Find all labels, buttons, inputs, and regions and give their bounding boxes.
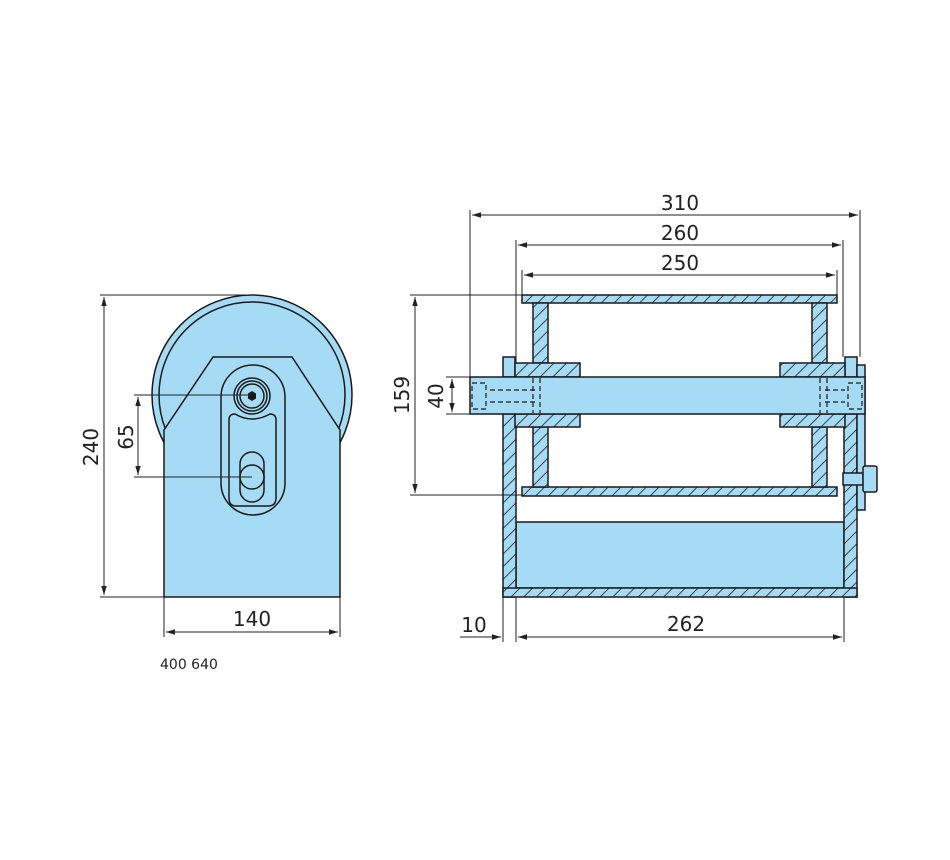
dim-label-260: 260 [661, 221, 699, 245]
lock-bolt-head [862, 465, 878, 493]
dim-label-10: 10 [461, 613, 486, 637]
slot-inner [228, 413, 277, 507]
left-disc-upper [532, 302, 549, 364]
article-number: 400 640 [160, 657, 218, 673]
shaft [469, 376, 866, 415]
dim-label-65: 65 [114, 424, 138, 449]
front-view: 310 260 250 159 40 10 262 [390, 191, 878, 642]
drum-top-shell [521, 294, 838, 304]
right-disc-lower [811, 426, 828, 488]
hub-inner [239, 383, 265, 409]
left-frame-plate [502, 413, 517, 598]
left-hub-lower [514, 413, 581, 428]
right-hub-lower [779, 413, 846, 428]
left-frame-top [502, 356, 516, 378]
frame-bottom-plate [502, 587, 858, 598]
right-hub-upper [779, 362, 846, 378]
slot-plate [220, 364, 286, 516]
right-disc-upper [811, 302, 828, 364]
hub-mid [236, 380, 268, 412]
drum-bottom-shell [521, 486, 838, 497]
left-disc-lower [532, 426, 549, 488]
dim-label-159: 159 [390, 376, 414, 414]
left-hub-upper [514, 362, 581, 378]
dim-label-40: 40 [424, 383, 448, 408]
shaft-hidden-lines [471, 378, 863, 413]
side-bracket [856, 364, 866, 511]
dim-label-262: 262 [667, 612, 705, 636]
dim-label-140: 140 [233, 607, 271, 631]
dim-label-310: 310 [661, 191, 699, 215]
hex-bolt-icon [248, 391, 256, 401]
dim-label-250: 250 [661, 251, 699, 275]
lock-bolt-shaft [842, 472, 864, 486]
dim-label-240: 240 [79, 428, 103, 466]
right-frame-plate [843, 413, 858, 598]
right-frame-top [844, 356, 858, 378]
side-view: 240 65 140 400 640 [79, 294, 353, 673]
base-box [515, 521, 845, 589]
